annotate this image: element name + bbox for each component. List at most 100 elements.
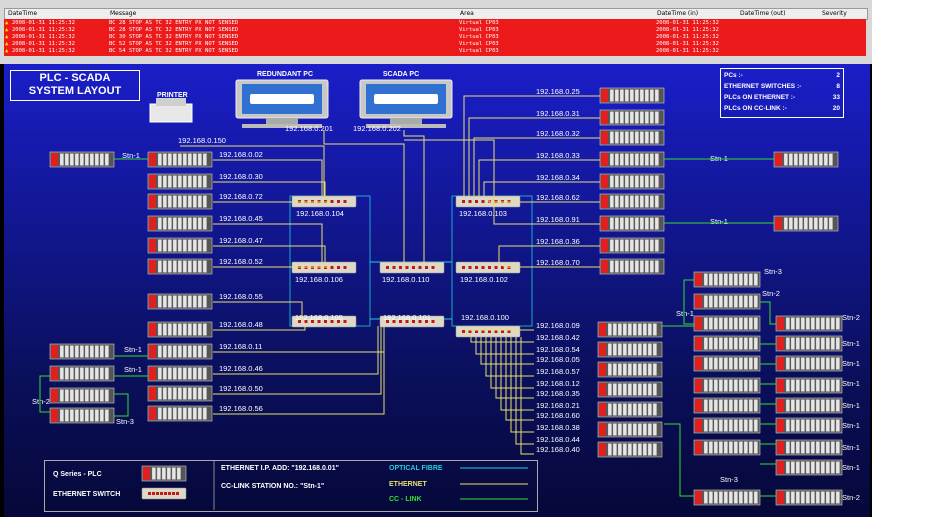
alarm-area: Virtual CP03	[459, 27, 499, 33]
switch-ip-label: 192.168.0.100	[461, 313, 509, 322]
plc-ip-label: 192.168.0.36	[536, 237, 580, 246]
plc-rack	[147, 258, 213, 275]
plc-ip-label: 192.168.0.54	[536, 345, 580, 354]
station-label: Stn-2	[842, 313, 860, 322]
ethernet-link	[515, 337, 534, 445]
ethernet-link	[478, 159, 600, 196]
plc-ip-label: 192.168.0.40	[536, 445, 580, 454]
plc-rack	[775, 489, 843, 506]
plc-ip-label: 192.168.0.57	[536, 367, 580, 376]
plc-rack	[147, 215, 213, 232]
plc-ip-label: 192.168.0.38	[536, 423, 580, 432]
plc-ip-label: 192.168.0.48	[219, 320, 263, 329]
ethernet-switch	[379, 315, 445, 328]
plc-ip-label: 192.168.0.02	[219, 150, 263, 159]
plc-ip-label: 192.168.0.72	[219, 192, 263, 201]
station-label: Stn-1	[842, 463, 860, 472]
plc-ip-label: 192.168.0.50	[219, 384, 263, 393]
plc-rack	[147, 405, 213, 422]
ethernet-switch	[455, 325, 521, 338]
ethernet-link	[180, 145, 325, 196]
station-label: Stn-1	[124, 345, 142, 354]
plc-ip-label: 192.168.0.33	[536, 151, 580, 160]
switch-ip-label: 192.168.0.104	[296, 209, 344, 218]
plc-rack	[693, 439, 761, 456]
plc-rack	[49, 365, 115, 382]
plc-rack	[597, 381, 663, 398]
plc-rack	[599, 237, 665, 254]
ethernet-link	[213, 326, 385, 415]
ethernet-link	[500, 337, 534, 411]
plc-rack	[693, 271, 761, 288]
plc-rack	[775, 439, 843, 456]
plc-rack	[775, 355, 843, 372]
alarm-message: BC 54 STOP AS TC 32 ENTRY PX NOT SENSED	[109, 48, 239, 54]
switch-ip-label: 192.168.0.105	[295, 313, 343, 322]
legend-cc-link: CC - LINK	[389, 496, 422, 503]
plc-rack	[693, 293, 761, 310]
station-label: Stn-1	[710, 217, 728, 226]
pc-monitor	[359, 79, 453, 128]
plc-ip-label: 192.168.0.70	[536, 258, 580, 267]
alarm-time: 2008-01-31 11:25:32	[12, 27, 75, 33]
plc-rack	[147, 193, 213, 210]
alarm-area: Virtual CP03	[459, 34, 499, 40]
scada-window: DateTime Message Area DateTime (in) Date…	[0, 0, 872, 517]
plc-rack	[49, 343, 115, 360]
station-label: Stn-1	[122, 151, 140, 160]
plc-rack	[597, 341, 663, 358]
switch-ip-label: 192.168.0.103	[459, 209, 507, 218]
device-count-panel: PCs :-2 ETHERNET SWITCHES :-8 PLCs ON ET…	[720, 68, 844, 118]
column-datetime-in[interactable]: DateTime (in)	[657, 10, 699, 17]
ethernet-link	[475, 337, 534, 355]
stat-ethernet-switches: ETHERNET SWITCHES :-8	[724, 83, 840, 90]
plc-ip-label: 192.168.0.55	[219, 292, 263, 301]
column-datetime[interactable]: DateTime	[8, 10, 38, 17]
plc-rack	[775, 377, 843, 394]
column-severity[interactable]: Severity	[822, 10, 847, 17]
warning-triangle-icon: ▲	[5, 20, 9, 26]
stat-plcs-cclink: PLCs ON CC-LINK :-20	[724, 105, 840, 112]
station-label: Stn-3	[764, 267, 782, 276]
ethernet-switch	[291, 315, 357, 328]
station-label: Stn-1	[842, 421, 860, 430]
plc-rack	[693, 377, 761, 394]
plc-ip-label: 192.168.0.09	[536, 321, 580, 330]
legend-ethernet-address: ETHERNET I.P. ADD: "192.168.0.01"	[221, 465, 339, 472]
plc-rack	[597, 401, 663, 418]
warning-triangle-icon: ▲	[5, 27, 9, 33]
plc-rack	[147, 321, 213, 338]
plc-ip-label: 192.168.0.12	[536, 379, 580, 388]
column-message[interactable]: Message	[110, 10, 137, 17]
plc-rack	[147, 173, 213, 190]
ethernet-link	[468, 117, 600, 196]
station-label: Stn-1	[124, 365, 142, 374]
plc-ip-label: 192.168.0.52	[219, 257, 263, 266]
cclink-link	[664, 423, 694, 497]
warning-triangle-icon: ▲	[5, 41, 9, 47]
plc-rack	[49, 151, 115, 168]
column-area[interactable]: Area	[460, 10, 474, 17]
printer-ip: 192.168.0.150	[178, 136, 226, 145]
plc-rack	[599, 193, 665, 210]
ethernet-link	[213, 223, 323, 262]
station-label: Stn-2	[842, 493, 860, 502]
alarm-message: BC 30 STOP AS TC 32 ENTRY PX NOT SENSED	[109, 34, 239, 40]
station-label: Stn-1	[676, 309, 694, 318]
cclink-link	[114, 393, 129, 417]
ethernet-link	[488, 196, 600, 203]
plc-ip-label: 192.168.0.44	[536, 435, 580, 444]
plc-rack	[693, 489, 761, 506]
column-datetime-out[interactable]: DateTime (out)	[740, 10, 786, 17]
station-label: Stn-3	[116, 417, 134, 426]
plc-rack	[597, 421, 663, 438]
cclink-link	[683, 279, 694, 325]
ethernet-link	[213, 181, 326, 196]
